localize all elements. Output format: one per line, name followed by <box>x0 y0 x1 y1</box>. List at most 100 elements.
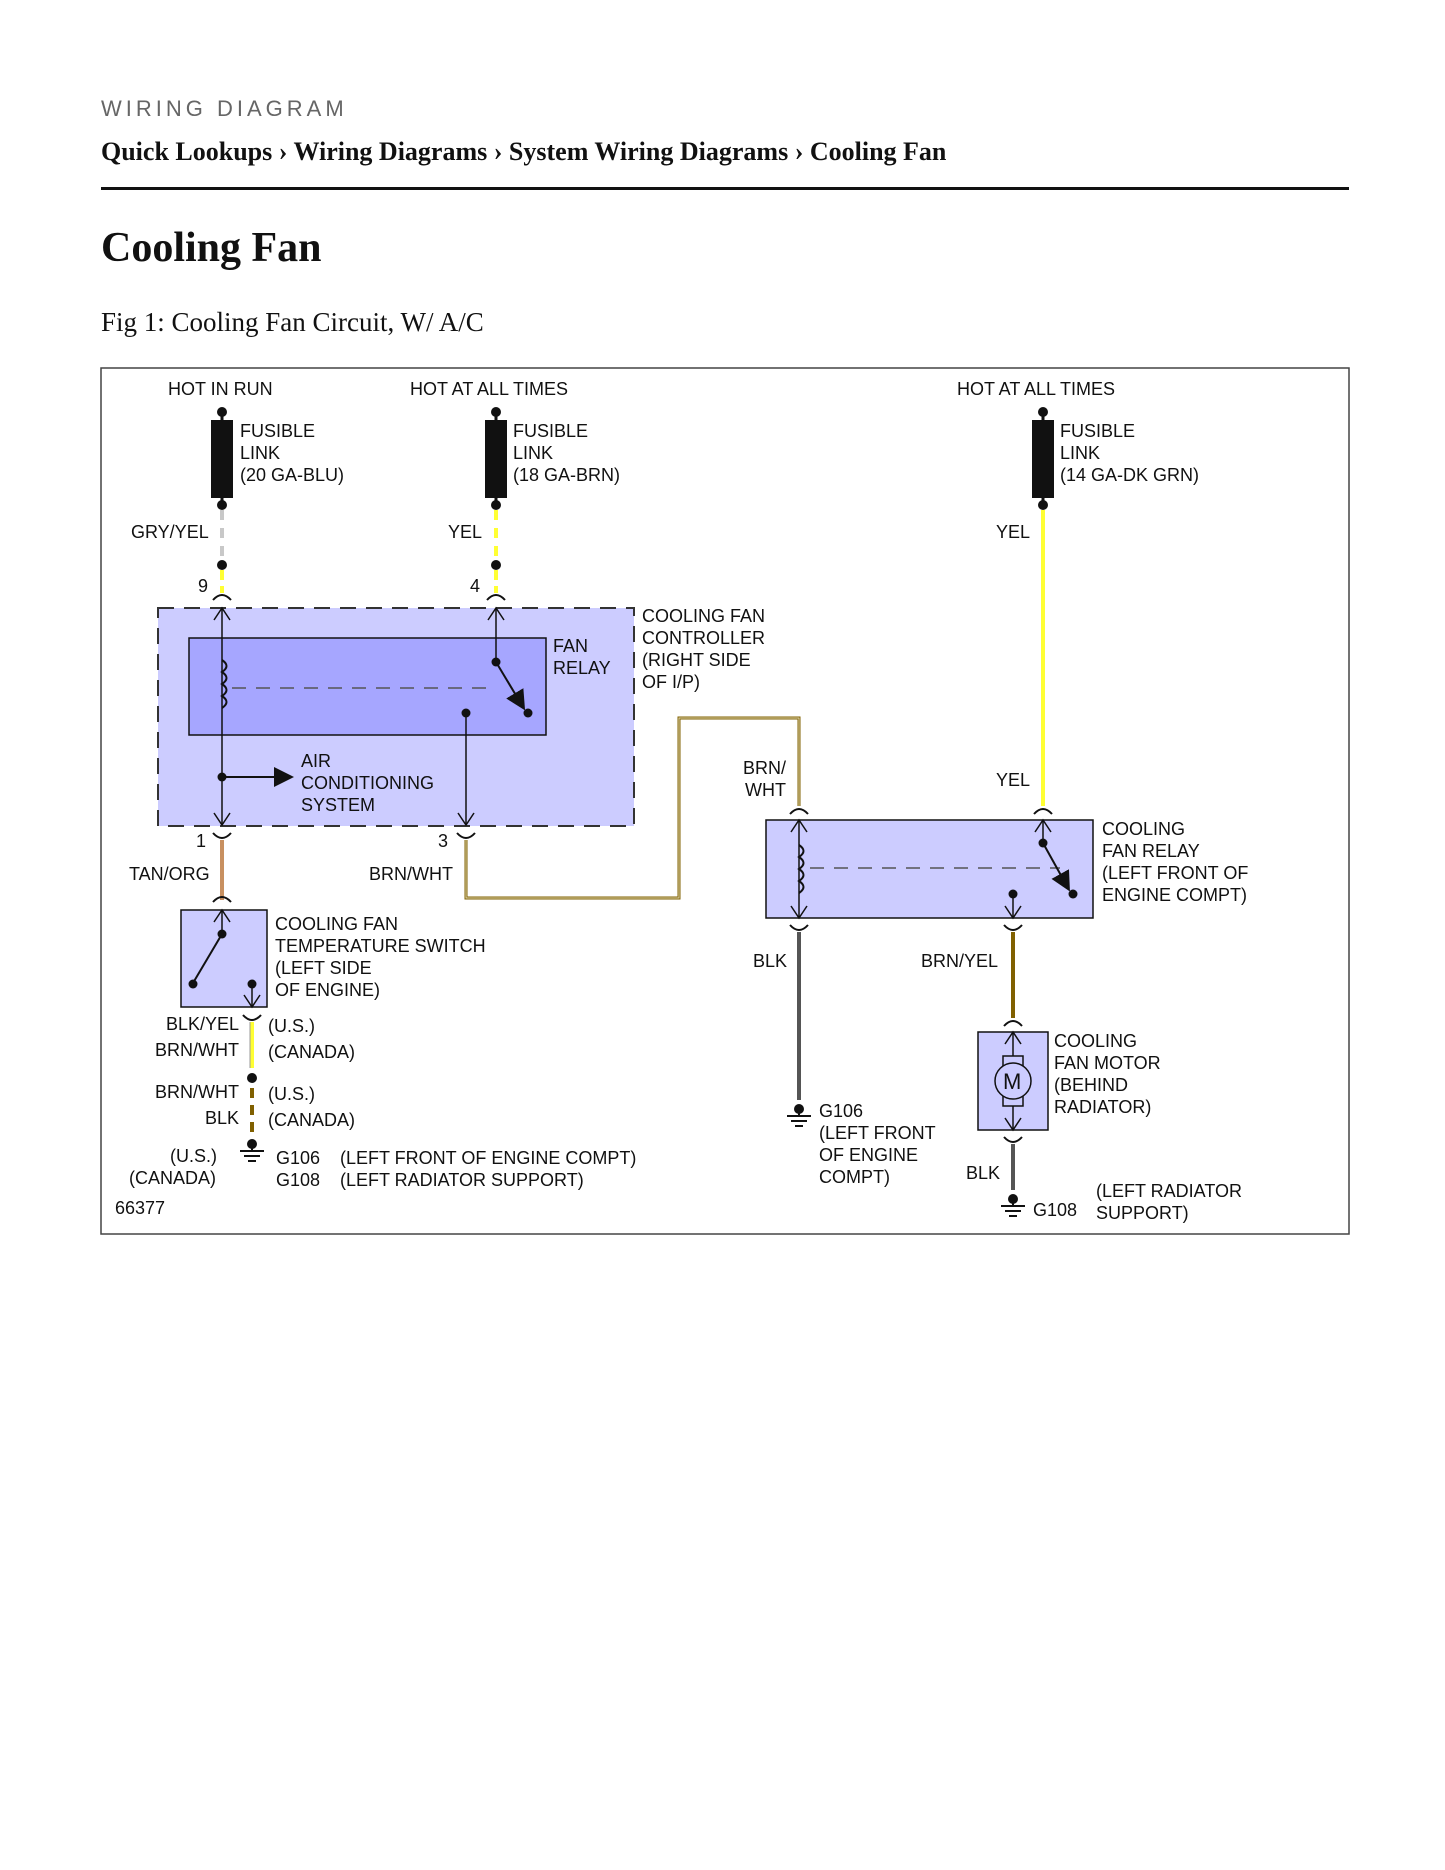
arrow-in <box>487 606 505 621</box>
label-hot-in-run: HOT IN RUN <box>168 379 273 399</box>
wire-label-yel-1: YEL <box>448 522 482 542</box>
fusible-link-3 <box>1032 407 1054 510</box>
arrow-out <box>243 994 261 1009</box>
wire-label-yel-3: YEL <box>996 770 1030 790</box>
controller-label-line1: COOLING FAN <box>642 606 765 626</box>
wire-label-tan-org: TAN/ORG <box>129 864 210 884</box>
pin-3: 3 <box>438 831 448 851</box>
figure-id: 66377 <box>115 1198 165 1218</box>
ground-g106-mid-desc-3: COMPT) <box>819 1167 890 1187</box>
variant-canada-2: (CANADA) <box>268 1110 355 1130</box>
connector-dot <box>247 1073 257 1083</box>
fan-relay-label-line2: RELAY <box>553 658 611 678</box>
connector-arc <box>212 896 232 903</box>
arrow-out <box>1004 905 1022 920</box>
breadcrumb-separator: › <box>794 137 804 166</box>
temp-switch-arm <box>192 933 223 984</box>
connector-arc <box>1003 1020 1023 1027</box>
breadcrumb-wiring-diagrams[interactable]: Wiring Diagrams <box>293 137 488 166</box>
connector-arc <box>212 594 232 601</box>
ground-g108-left-desc: (LEFT RADIATOR SUPPORT) <box>340 1170 584 1190</box>
arrow-in <box>213 606 231 621</box>
fusible-link-2-line3: (18 GA-BRN) <box>513 465 620 485</box>
ground-g106-left-desc: (LEFT FRONT OF ENGINE COMPT) <box>340 1148 636 1168</box>
controller-label-line4: OF I/P) <box>642 672 700 692</box>
fusible-link-1-line1: FUSIBLE <box>240 421 315 441</box>
ac-system-line3: SYSTEM <box>301 795 375 815</box>
fan-motor-line1: COOLING <box>1054 1031 1137 1051</box>
ground-g106-mid-desc-2: OF ENGINE <box>819 1145 918 1165</box>
wire-label-blk-canada: BLK <box>205 1108 239 1128</box>
connector-arc <box>456 832 476 839</box>
connector-dot <box>217 560 227 570</box>
breadcrumb-quick-lookups[interactable]: Quick Lookups <box>101 137 273 166</box>
fan-relay-switch-arm <box>495 661 526 711</box>
wire-label-blk-2: BLK <box>966 1163 1000 1183</box>
fusible-link-2-line1: FUSIBLE <box>513 421 588 441</box>
cooling-fan-relay-coil-icon <box>797 844 805 894</box>
ground-icon <box>787 1104 811 1127</box>
wire-brn-wht-highlight <box>465 717 800 899</box>
motor-symbol: M <box>1003 1069 1021 1094</box>
fusible-link-1 <box>211 407 233 510</box>
ground-g106-mid: G106 <box>819 1101 863 1121</box>
connector-arc <box>789 808 809 815</box>
pin-1: 1 <box>196 831 206 851</box>
cooling-fan-relay-contact <box>1068 889 1078 899</box>
cooling-fan-relay-line1: COOLING <box>1102 819 1185 839</box>
wire-label-brn-wht-2-line1: BRN/ <box>743 758 786 778</box>
fan-motor-line3: (BEHIND <box>1054 1075 1128 1095</box>
wire-label-brn-wht-canada: BRN/WHT <box>155 1040 239 1060</box>
label-hot-at-all-times-2: HOT AT ALL TIMES <box>957 379 1115 399</box>
arrow-in <box>1034 818 1052 833</box>
wire-label-brn-wht-1: BRN/WHT <box>369 864 453 884</box>
fan-relay-coil-icon <box>220 659 228 709</box>
connector-dot <box>491 560 501 570</box>
fusible-link-3-line3: (14 GA-DK GRN) <box>1060 465 1199 485</box>
ground-g108-right: G108 <box>1033 1200 1077 1220</box>
breadcrumb-separator: › <box>493 137 503 166</box>
motor-icon <box>994 1062 1032 1100</box>
variant-canada-3: (CANADA) <box>129 1168 216 1188</box>
cooling-fan-relay-line4: ENGINE COMPT) <box>1102 885 1247 905</box>
wire-label-gry-yel: GRY/YEL <box>131 522 209 542</box>
variant-canada-1: (CANADA) <box>268 1042 355 1062</box>
ground-icon <box>1001 1194 1025 1217</box>
breadcrumb-cooling-fan[interactable]: Cooling Fan <box>809 137 947 166</box>
label-hot-at-all-times-1: HOT AT ALL TIMES <box>410 379 568 399</box>
wire-label-blk-yel: BLK/YEL <box>166 1014 239 1034</box>
cooling-fan-relay-line2: FAN RELAY <box>1102 841 1200 861</box>
fan-motor-line4: RADIATOR) <box>1054 1097 1151 1117</box>
breadcrumb: Quick Lookups › Wiring Diagrams › System… <box>101 137 946 167</box>
ground-g106-left: G106 <box>276 1148 320 1168</box>
variant-us-2: (U.S.) <box>268 1084 315 1104</box>
controller-label-line2: CONTROLLER <box>642 628 765 648</box>
arrow-out <box>1004 1117 1022 1132</box>
arrow-out <box>790 905 808 920</box>
arrow-in <box>790 818 808 833</box>
temp-switch-box <box>180 909 268 1008</box>
connector-arc <box>1003 1136 1023 1143</box>
wire-label-brn-wht-us: BRN/WHT <box>155 1082 239 1102</box>
fan-motor-line2: FAN MOTOR <box>1054 1053 1161 1073</box>
section-eyebrow: WIRING DIAGRAM <box>101 96 348 121</box>
controller-label-line3: (RIGHT SIDE <box>642 650 751 670</box>
ac-system-line2: CONDITIONING <box>301 773 434 793</box>
ground-g108-left: G108 <box>276 1170 320 1190</box>
temp-switch-line4: OF ENGINE) <box>275 980 380 1000</box>
breadcrumb-system-wiring-diagrams[interactable]: System Wiring Diagrams <box>508 137 789 166</box>
connector-arc <box>242 1014 262 1021</box>
wire-label-brn-wht-2-line2: WHT <box>745 780 786 800</box>
ground-g106-mid-desc-1: (LEFT FRONT <box>819 1123 936 1143</box>
arrow-out <box>213 812 231 827</box>
ac-system-line1: AIR <box>301 751 331 771</box>
arrow-in <box>1004 1030 1022 1045</box>
header-divider <box>101 187 1349 190</box>
figure-caption: Fig 1: Cooling Fan Circuit, W/ A/C <box>101 307 484 337</box>
connector-arc <box>212 832 232 839</box>
ground-g108-right-desc-1: (LEFT RADIATOR <box>1096 1181 1242 1201</box>
temp-switch-line3: (LEFT SIDE <box>275 958 372 978</box>
fan-relay-label-line1: FAN <box>553 636 588 656</box>
